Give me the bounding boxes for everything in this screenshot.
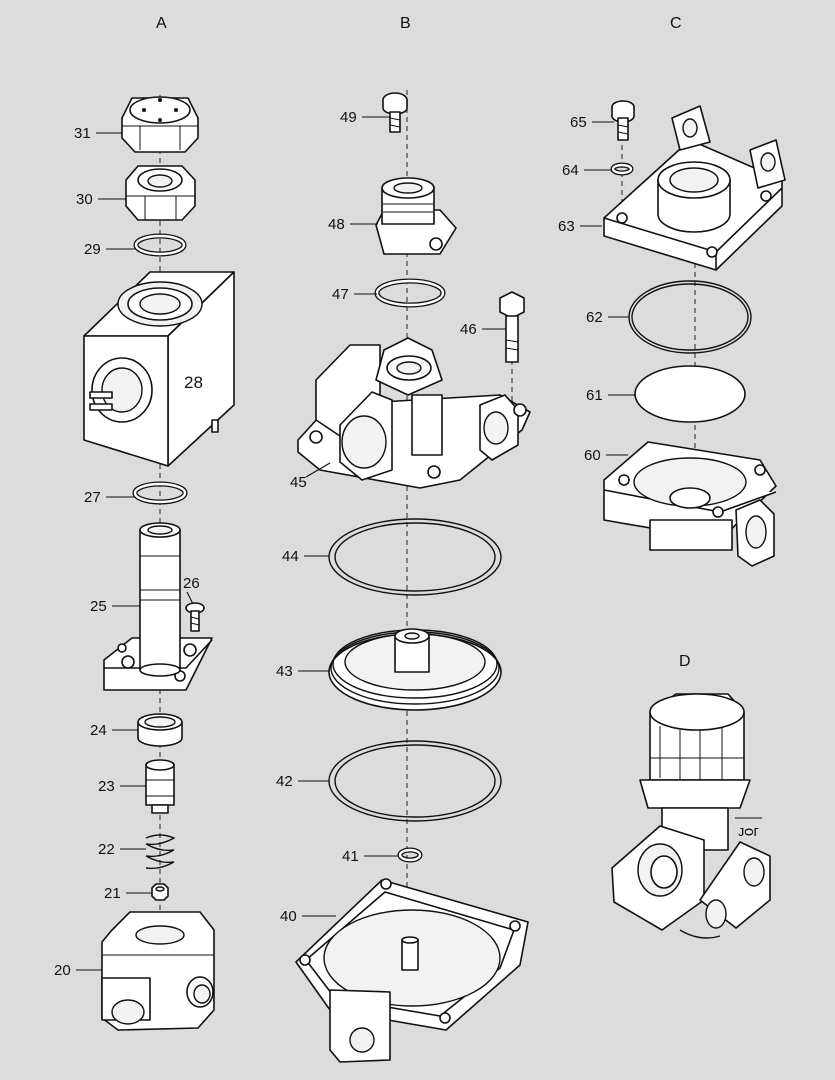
label-20: 20 [54,962,71,979]
assembly-c [603,100,786,567]
label-22: 22 [98,841,115,858]
label-41: 41 [342,848,359,865]
label-64: 64 [562,162,579,179]
symbol-mark-text: ᴊᴑᴦ [738,823,759,840]
label-29: 29 [84,241,101,258]
label-62: 62 [586,309,603,326]
part-65-screw [611,100,635,141]
label-24: 24 [90,722,107,739]
label-43: 43 [276,663,293,680]
part-22-spring [145,834,176,870]
part-64-washer [610,162,634,176]
part-42-o-ring [328,740,502,822]
label-65: 65 [570,114,587,131]
part-28-solenoid-coil [83,271,235,467]
part-25-armature-tube [103,522,213,691]
callouts: 31 30 29 28 27 26 25 24 23 22 21 20 49 4… [54,109,635,979]
label-25: 25 [90,598,107,615]
assembled-valve-d [611,693,771,939]
part-61-filter-disc [634,365,746,423]
label-45: 45 [290,474,307,491]
label-40: 40 [280,908,297,925]
part-21-small-nut [151,883,169,901]
part-46-bolt [499,291,525,363]
part-60-base-housing [603,441,777,567]
part-26-screw [185,602,205,632]
label-28: 28 [184,373,203,392]
label-46: 46 [460,321,477,338]
label-60: 60 [584,447,601,464]
part-48-valve-cover [375,177,457,255]
column-label-d: D [679,653,691,670]
label-31: 31 [74,125,91,142]
part-43-diaphragm [328,628,502,711]
part-45-upper-housing [297,337,531,489]
label-42: 42 [276,773,293,790]
part-31-cap [121,96,199,153]
assembly-d: ᴊᴑᴦ [611,693,771,939]
label-23: 23 [98,778,115,795]
part-27-o-ring [132,481,188,505]
label-27: 27 [84,489,101,506]
label-49: 49 [340,109,357,126]
column-label-b: B [400,15,411,32]
label-61: 61 [586,387,603,404]
label-47: 47 [332,286,349,303]
label-44: 44 [282,548,299,565]
part-29-o-ring [133,233,187,257]
part-62-o-ring [628,280,752,354]
label-63: 63 [558,218,575,235]
column-label-a: A [156,15,167,32]
label-48: 48 [328,216,345,233]
assembly-a [83,95,235,1031]
part-40-lower-housing [295,878,529,1063]
part-24-sleeve [137,713,183,747]
column-label-c: C [670,15,682,32]
part-20-valve-body [101,911,215,1031]
part-44-large-o-ring [328,518,502,596]
part-30-nut [125,165,196,221]
part-23-plunger [145,759,175,814]
part-41-washer [397,847,423,863]
part-47-o-ring [374,278,446,308]
assembly-b [295,90,531,1063]
label-21: 21 [104,885,121,902]
part-63-housing-cover [603,105,786,271]
label-26: 26 [183,575,200,592]
symbol-mark: ᴊᴑᴦ [735,817,762,840]
part-49-screw [382,92,408,133]
label-30: 30 [76,191,93,208]
